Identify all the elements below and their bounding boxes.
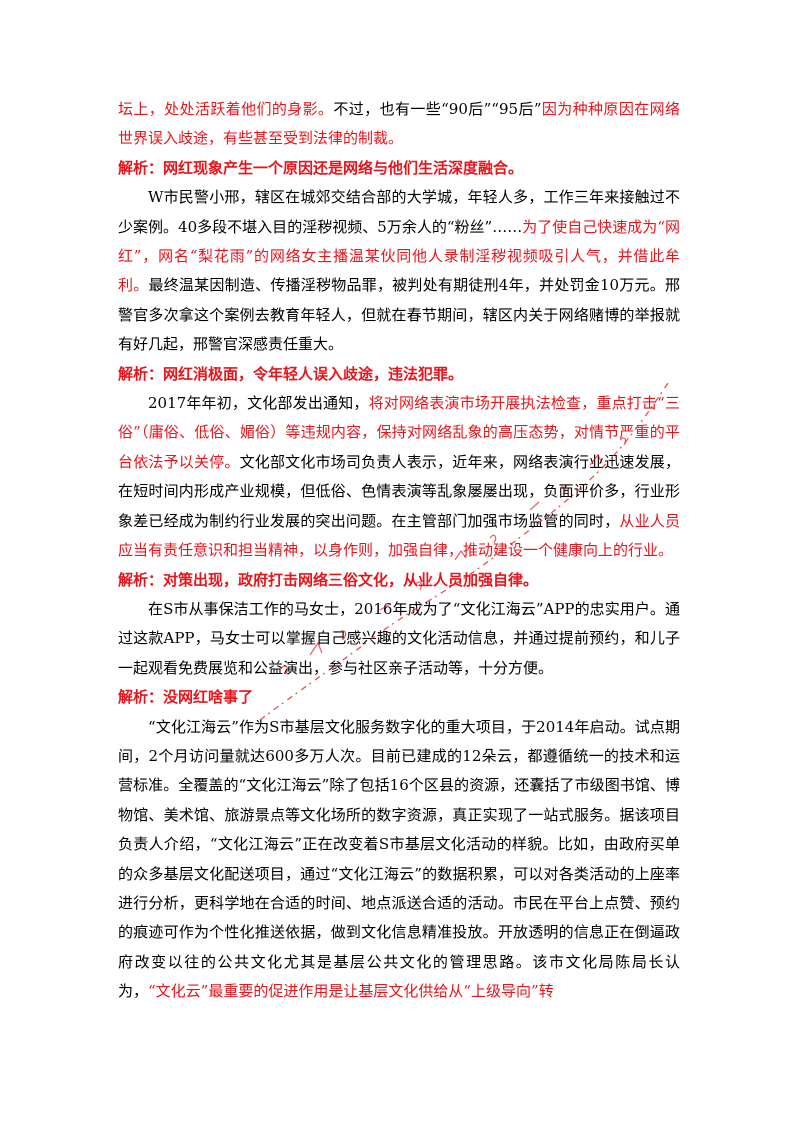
analysis-note: 解析：对策出现，政府打击网络三俗文化，从业人员加强自律。 (118, 570, 539, 589)
body-paragraph: 2017年年初，文化部发出通知，将对网络表演市场开展执法检查，重点打击“三俗”（… (118, 389, 680, 565)
body-paragraph: 坛上，处处活跃着他们的身影。不过，也有一些“90后”“95后”因为种种原因在网络… (118, 95, 680, 154)
body-paragraph: W市民警小邢，辖区在城郊交结合部的大学城，年轻人多，工作三年来接触过不少案例。4… (118, 183, 680, 359)
text-run: 最终温某因制造、传播淫秽物品罪，被判处有期徒刑4年，并处罚金10万元。邢警官多次… (118, 276, 680, 354)
analysis-note: 解析：没网红啥事了 (118, 688, 254, 707)
text-run: 不过，也有一些“90后”“95后” (333, 100, 542, 118)
body-paragraph: 在S市从事保洁工作的马女士，2016年成为了“文化江海云”APP的忠实用户。通过… (118, 595, 680, 683)
analysis-note: 解析：网红现象产生一个原因还是网络与他们生活深度融合。 (118, 158, 524, 177)
text-run: W市民警小邢，辖区在城郊交结合部的大学城，年轻人多，工作三年来接触过不少案例。4… (118, 188, 680, 236)
document-page: 坛上，处处活跃着他们的身影。不过，也有一些“90后”“95后”因为种种原因在网络… (118, 95, 680, 1007)
text-run: 在S市从事保洁工作的马女士，2016年成为了“文化江海云”APP的忠实用户。通过… (118, 599, 680, 677)
text-run: “文化江海云”作为S市基层文化服务数字化的重大项目，于2014年启动。试点期间，… (118, 717, 680, 1001)
highlighted-text: “文化云”最重要的促进作用是让基层文化供给从“上级导向”转 (148, 982, 554, 1001)
highlighted-text: 为了使自己快速成为“网红”，网名“梨花雨”的网络女主播温某伙同他人录制淫秽视频吸… (118, 217, 680, 295)
body-paragraph: “文化江海云”作为S市基层文化服务数字化的重大项目，于2014年启动。试点期间，… (118, 713, 680, 1007)
text-run: 2017年年初，文化部发出通知， (148, 394, 369, 413)
highlighted-text: 因为种种原因在网络世界误入歧途，有些甚至受到法律的制裁。 (118, 100, 680, 148)
analysis-note: 解析：网红消极面，令年轻人误入歧途，违法犯罪。 (118, 364, 464, 383)
highlighted-text: 坛上，处处活跃着他们的身影。 (118, 100, 334, 118)
